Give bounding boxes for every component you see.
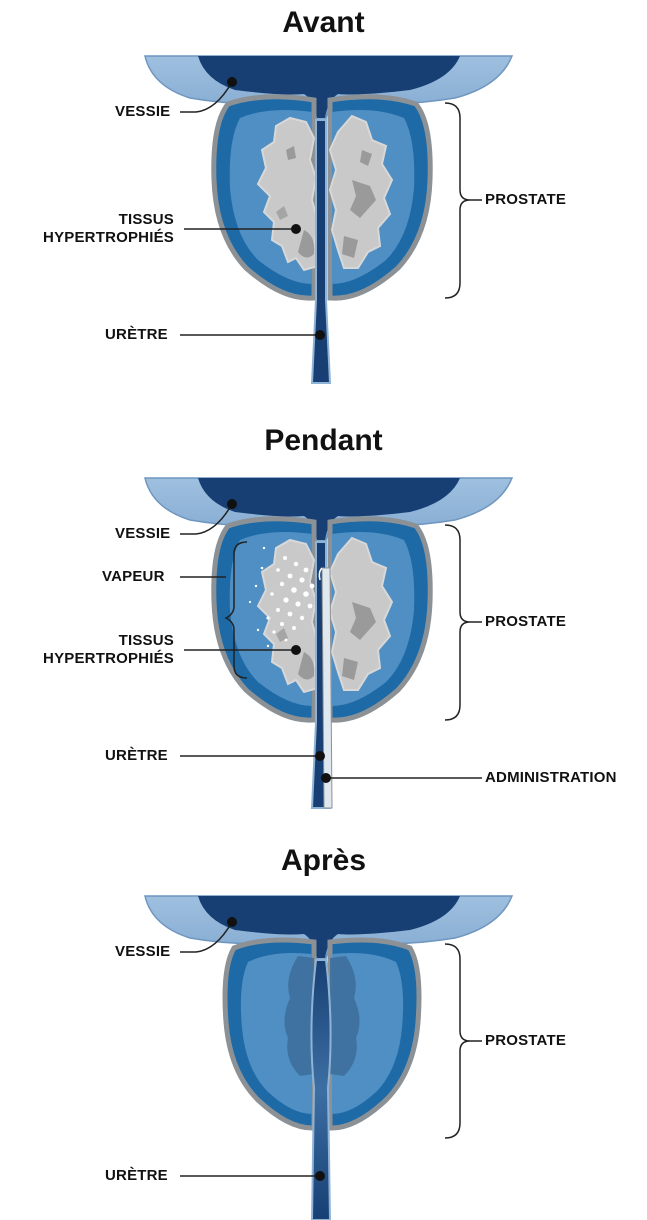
label-vapor: VAPEUR [102, 568, 165, 586]
after-illustration [0, 838, 647, 1220]
urethra [311, 960, 330, 1220]
label-urethra: URÈTRE [105, 326, 168, 344]
prostate-bracket [445, 103, 470, 298]
panel-after: Après VESSIE PROSTATE URÈTRE [0, 838, 647, 1220]
label-prostate: PROSTATE [485, 613, 566, 631]
label-hypertrophied-tissue: TISSUS HYPERTROPHIÉS [24, 632, 174, 668]
panel-before: Avant [0, 0, 647, 395]
label-prostate: PROSTATE [485, 1032, 566, 1050]
label-urethra: URÈTRE [105, 747, 168, 765]
label-hypertrophied-tissue: TISSUS HYPERTROPHIÉS [24, 211, 174, 247]
label-bladder: VESSIE [115, 943, 170, 961]
label-bladder: VESSIE [115, 103, 170, 121]
label-delivery: ADMINISTRATION [485, 769, 617, 787]
prostate-bracket [445, 525, 470, 720]
delivery-device [322, 568, 332, 808]
label-bladder: VESSIE [115, 525, 170, 543]
label-urethra: URÈTRE [105, 1167, 168, 1185]
prostate-bracket [445, 944, 470, 1138]
label-prostate: PROSTATE [485, 191, 566, 209]
panel-during: Pendant [0, 418, 647, 818]
